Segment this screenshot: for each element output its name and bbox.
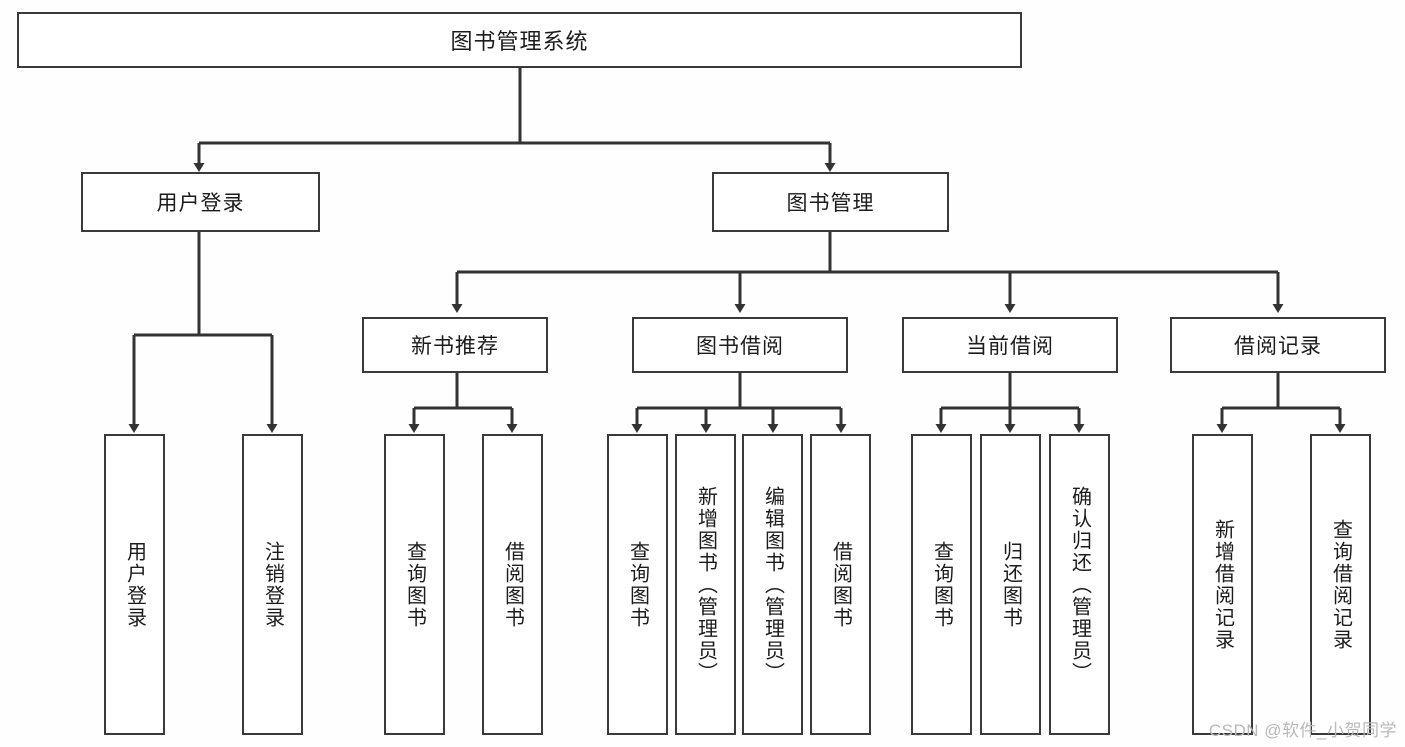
leaf-book-borrow-borrow-book[interactable]: 借阅图书: [810, 434, 871, 735]
node-label: 图书管理: [786, 192, 875, 215]
leaf-current-borrow-confirm-return-admin[interactable]: 确认归还（管理员）: [1049, 434, 1110, 735]
node-label: 新增图书（管理员）: [694, 485, 717, 684]
leaf-current-borrow-return-book[interactable]: 归还图书: [980, 434, 1041, 735]
node-user-login[interactable]: 用户登录: [81, 172, 320, 232]
node-label: 查询图书: [626, 540, 649, 629]
node-label: 查询图书: [930, 540, 953, 629]
node-label: 用户登录: [123, 540, 146, 629]
node-label: 图书借阅: [696, 335, 784, 358]
leaf-book-borrow-add-book-admin[interactable]: 新增图书（管理员）: [675, 434, 736, 735]
leaf-new-book-query-book[interactable]: 查询图书: [384, 434, 445, 735]
node-label: 当前借阅: [966, 335, 1054, 358]
node-current-borrow[interactable]: 当前借阅: [902, 317, 1118, 373]
node-label: 确认归还（管理员）: [1068, 485, 1091, 684]
leaf-user-login-sign-in[interactable]: 用户登录: [104, 434, 165, 735]
leaf-book-borrow-query-book[interactable]: 查询图书: [607, 434, 668, 735]
leaf-new-book-borrow-book[interactable]: 借阅图书: [482, 434, 543, 735]
leaf-current-borrow-query-book[interactable]: 查询图书: [911, 434, 972, 735]
node-new-book-recommend[interactable]: 新书推荐: [362, 317, 548, 373]
node-book-management[interactable]: 图书管理: [712, 172, 949, 232]
node-borrow-record[interactable]: 借阅记录: [1170, 317, 1386, 373]
node-label: 借阅记录: [1234, 335, 1322, 358]
node-label: 查询借阅记录: [1329, 518, 1352, 651]
node-label: 新书推荐: [411, 335, 499, 358]
node-label: 图书管理系统: [450, 29, 589, 54]
leaf-borrow-record-add-record[interactable]: 新增借阅记录: [1192, 434, 1253, 735]
node-root-book-management-system[interactable]: 图书管理系统: [17, 12, 1022, 68]
node-label: 新增借阅记录: [1211, 518, 1234, 651]
watermark-text: CSDN @软件_小贺同学: [1208, 721, 1397, 740]
node-label: 查询图书: [403, 540, 426, 629]
node-label: 借阅图书: [829, 540, 852, 629]
node-label: 借阅图书: [501, 540, 524, 629]
leaf-user-login-sign-out[interactable]: 注销登录: [242, 434, 303, 735]
node-label: 归还图书: [999, 540, 1022, 629]
node-book-borrow[interactable]: 图书借阅: [632, 317, 848, 373]
node-label: 编辑图书（管理员）: [761, 485, 784, 684]
node-label: 用户登录: [156, 192, 245, 215]
node-label: 注销登录: [261, 540, 284, 629]
leaf-book-borrow-edit-book-admin[interactable]: 编辑图书（管理员）: [742, 434, 803, 735]
leaf-borrow-record-query-record[interactable]: 查询借阅记录: [1310, 434, 1371, 735]
